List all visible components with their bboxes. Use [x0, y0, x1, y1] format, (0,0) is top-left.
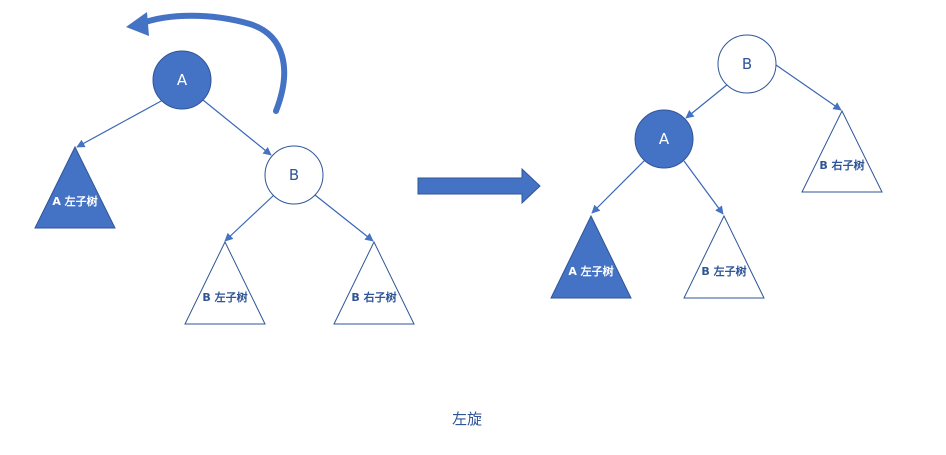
- rotation-curved-arrow: [137, 12, 288, 114]
- node-b-label: B: [289, 166, 299, 184]
- transition-arrow: [417, 167, 541, 205]
- edge-b-to-b-right-subtree: [314, 194, 374, 242]
- node-a: [634, 109, 694, 169]
- edge-a-to-a-left-subtree: [76, 99, 164, 148]
- node-a-label: A: [659, 130, 670, 148]
- edge-a-to-b: [202, 99, 272, 156]
- node-b: [264, 145, 324, 205]
- a-left-subtree-triangle: [550, 214, 632, 299]
- b-left-subtree-triangle: [184, 240, 266, 325]
- b-left-subtree-label: B 左子树: [202, 290, 247, 304]
- node-b-label: B: [742, 55, 752, 73]
- rotation-arrowhead: [126, 12, 149, 36]
- node-a: [152, 50, 212, 110]
- node-b: [717, 34, 777, 94]
- b-right-subtree-label: B 右子树: [819, 158, 864, 172]
- a-left-subtree-triangle: [34, 145, 116, 229]
- edge-b-to-a: [685, 83, 729, 119]
- caption: 左旋: [452, 410, 482, 428]
- left-tree: A B A 左子树 B 左子树 B 右子树: [34, 12, 415, 325]
- b-right-subtree-triangle: [801, 109, 883, 193]
- b-left-subtree-label: B 左子树: [701, 264, 746, 278]
- a-left-subtree-label: A 左子树: [52, 194, 97, 208]
- b-right-subtree-triangle: [333, 240, 415, 325]
- edge-a-to-a-left-subtree: [591, 158, 647, 214]
- edge-b-to-b-left-subtree: [224, 194, 275, 242]
- edge-a-to-b-left-subtree: [683, 160, 724, 215]
- a-left-subtree-label: A 左子树: [568, 264, 613, 278]
- b-right-subtree-label: B 右子树: [351, 290, 396, 304]
- node-a-label: A: [177, 71, 188, 89]
- right-tree: B A B 右子树 A 左子树 B 左子树: [550, 34, 883, 299]
- edge-b-to-b-right-subtree: [775, 64, 842, 111]
- b-left-subtree-triangle: [683, 214, 765, 299]
